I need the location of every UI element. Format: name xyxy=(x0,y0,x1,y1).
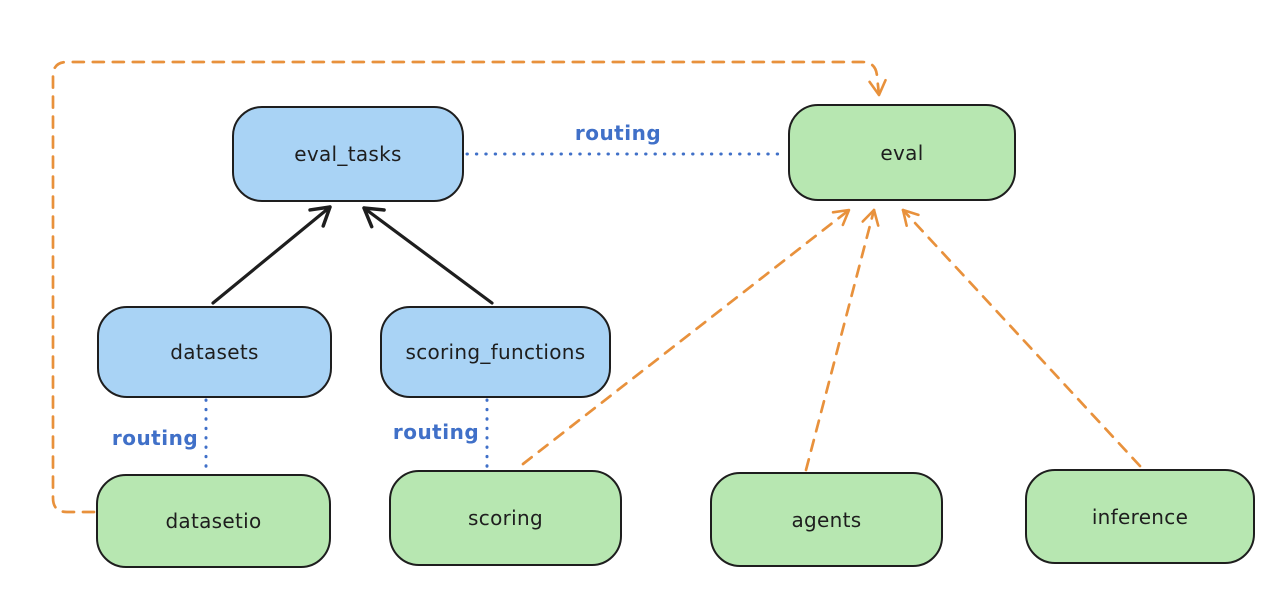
edge-inference-to-eval xyxy=(901,208,1142,468)
node-inference: inference xyxy=(1025,469,1255,564)
node-eval: eval xyxy=(788,104,1016,201)
routing-label-datasets-datasetio: routing xyxy=(111,426,199,450)
edge-datasets-to-eval-tasks xyxy=(211,205,332,305)
edge-scoring-functions-to-eval-tasks xyxy=(362,206,494,305)
node-datasets: datasets xyxy=(97,306,332,398)
node-scoring: scoring xyxy=(389,470,622,566)
routing-label-scoring-functions-scoring: routing xyxy=(392,420,480,444)
edge-datasetio-to-eval xyxy=(51,60,887,514)
node-scoring-functions: scoring_functions xyxy=(380,306,611,398)
node-agents: agents xyxy=(710,472,943,567)
edge-agents-to-eval xyxy=(804,208,880,472)
edge-scoring-to-eval xyxy=(521,208,851,466)
node-eval-tasks: eval_tasks xyxy=(232,106,464,202)
routing-label-eval-tasks-eval: routing xyxy=(574,121,662,145)
node-datasetio: datasetio xyxy=(96,474,331,568)
